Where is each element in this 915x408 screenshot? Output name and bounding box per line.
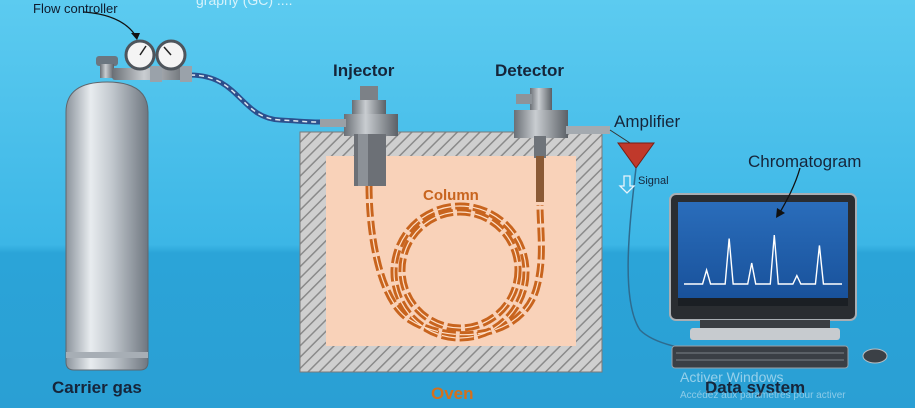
header-partial-title: graphy (GC) ....: [196, 0, 293, 8]
detector-label: Detector: [495, 61, 564, 80]
mouse-icon: [862, 348, 888, 364]
activation-watermark-title: Activer Windows: [680, 369, 784, 385]
carrier-gas-label: Carrier gas: [52, 378, 142, 397]
data-system-label: Data system: [705, 378, 806, 397]
pressure-gauge-icon: [112, 39, 192, 82]
injector-icon: [320, 86, 398, 186]
chromatogram-label: Chromatogram: [748, 152, 862, 171]
column-label: Column: [423, 187, 479, 204]
injector-label: Injector: [333, 61, 395, 80]
oven-label: Oven: [431, 384, 474, 403]
monitor-icon: [669, 193, 857, 340]
signal-arrow-icon: [618, 175, 636, 194]
flow-controller-label: Flow controller: [33, 1, 118, 16]
activation-watermark-subtitle: Accédez aux paramètres pour activer: [680, 390, 846, 401]
amplifier-icon: [617, 142, 655, 169]
signal-label: Signal: [638, 175, 669, 187]
detector-icon: [514, 88, 610, 202]
gas-cylinder-icon: [65, 56, 149, 371]
keyboard-icon: [671, 345, 849, 369]
chromatogram-trace: [684, 234, 842, 285]
gas-line-dash: [189, 74, 321, 123]
amplifier-label: Amplifier: [614, 112, 681, 131]
